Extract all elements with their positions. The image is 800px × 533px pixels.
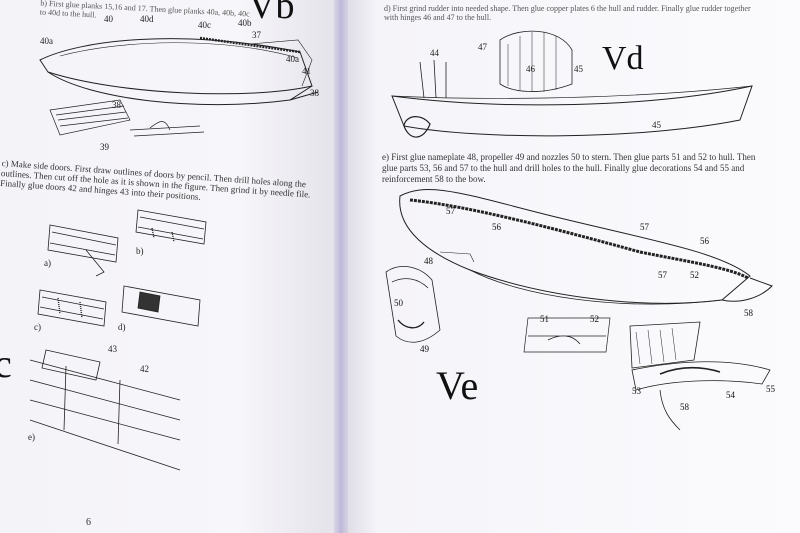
figure-label-vd: Vd bbox=[602, 40, 644, 77]
part-label: 45 bbox=[574, 64, 584, 74]
sub-label: a) bbox=[44, 258, 51, 268]
page-number: 6 bbox=[86, 517, 91, 528]
part-label: 44 bbox=[430, 48, 440, 58]
part-label: 58 bbox=[744, 308, 754, 318]
part-label: 56 bbox=[492, 222, 502, 232]
part-label: 48 bbox=[424, 256, 434, 266]
part-label: 38 bbox=[112, 100, 122, 110]
sub-label: b) bbox=[136, 246, 144, 256]
part-label: 38 bbox=[310, 88, 320, 98]
hull-drawing-vb bbox=[39, 36, 319, 106]
part-label: 37 bbox=[252, 30, 262, 40]
figure-label-ve: Ve bbox=[436, 363, 479, 408]
part-label: 41 bbox=[302, 66, 311, 76]
right-header-text: d) First grind rudder into needed shape.… bbox=[384, 4, 751, 22]
part-label: 54 bbox=[726, 390, 736, 400]
bow-detail bbox=[629, 321, 771, 431]
stern-detail bbox=[385, 266, 441, 343]
sub-label: e) bbox=[28, 432, 35, 442]
part-label: 57 bbox=[640, 222, 650, 232]
part-label: 40a bbox=[286, 54, 299, 64]
figure-label-c: c bbox=[0, 341, 12, 386]
door-details bbox=[29, 209, 207, 471]
part-label: 40d bbox=[140, 14, 154, 24]
sub-label: d) bbox=[118, 322, 126, 332]
part-label: 52 bbox=[690, 270, 699, 280]
part-labels: 40a 40 40d 40c 40b 37 40a 41 38 38 39 43… bbox=[28, 14, 776, 442]
part-label: 55 bbox=[766, 384, 776, 394]
part-label: 51 bbox=[540, 314, 549, 324]
figure-label-vb: Vb bbox=[248, 0, 295, 27]
hull-drawing-ve bbox=[399, 189, 773, 305]
part-label: 42 bbox=[140, 364, 149, 374]
part-label: 43 bbox=[108, 344, 118, 354]
part-label: 40 bbox=[104, 14, 114, 24]
part-label: 58 bbox=[680, 402, 690, 412]
detail-51-52 bbox=[523, 317, 611, 353]
detail-38-39 bbox=[49, 99, 205, 137]
part-label: 47 bbox=[478, 42, 488, 52]
part-label: 57 bbox=[446, 206, 456, 216]
part-label: 45 bbox=[652, 120, 662, 130]
part-label: 49 bbox=[420, 344, 430, 354]
part-label: 46 bbox=[526, 64, 536, 74]
left-page: b) First glue planks 15,16 and 17. Then … bbox=[0, 0, 340, 533]
part-label: 50 bbox=[394, 298, 404, 308]
part-label: 57 bbox=[658, 270, 668, 280]
part-label: 40a bbox=[40, 36, 53, 46]
part-label: 53 bbox=[632, 386, 642, 396]
part-label: 52 bbox=[590, 314, 599, 324]
hull-drawing-vd bbox=[391, 30, 753, 138]
part-label: 56 bbox=[700, 236, 710, 246]
part-label: 40c bbox=[198, 20, 211, 30]
book-gutter bbox=[334, 0, 348, 533]
sub-label: c) bbox=[34, 322, 41, 332]
part-label: 39 bbox=[100, 142, 110, 152]
instruction-e-text: e) First glue nameplate 48, propeller 49… bbox=[382, 152, 756, 184]
part-label: 40b bbox=[238, 18, 252, 28]
